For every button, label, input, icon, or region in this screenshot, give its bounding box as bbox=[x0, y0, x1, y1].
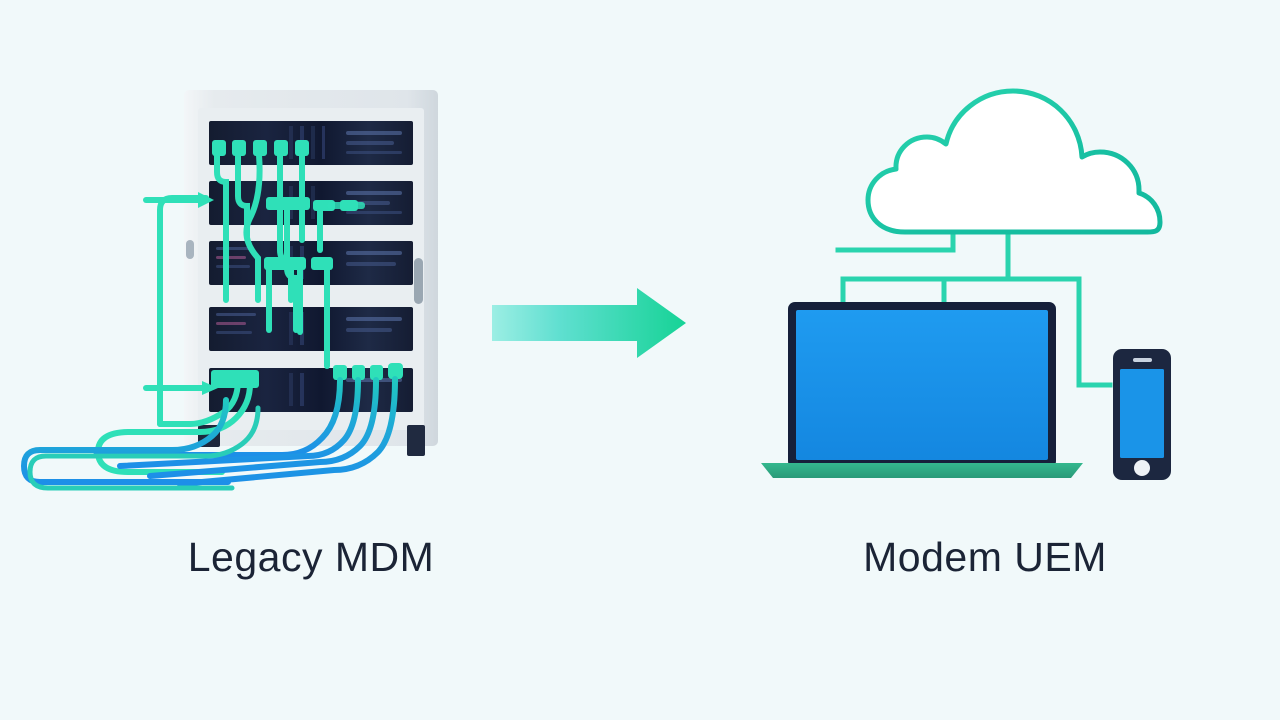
floor-module bbox=[407, 425, 425, 456]
laptop-base bbox=[761, 463, 1083, 478]
rack-unit-details bbox=[216, 126, 402, 406]
phone-speaker bbox=[1133, 358, 1152, 362]
patch-cables-blue bbox=[20, 376, 398, 487]
cable-connectors bbox=[211, 140, 403, 388]
phone-home-button bbox=[1134, 460, 1150, 476]
right-arrow-icon bbox=[492, 288, 686, 358]
legacy-mdm-caption: Legacy MDM bbox=[187, 534, 435, 580]
server-rack bbox=[184, 90, 438, 456]
phone-screen bbox=[1120, 369, 1164, 458]
patch-cables-teal-floor bbox=[27, 405, 261, 491]
modern-uem-caption: Modem UEM bbox=[863, 534, 1107, 580]
laptop-screen bbox=[796, 310, 1048, 460]
rack-handle bbox=[414, 258, 423, 304]
smartphone bbox=[1113, 349, 1171, 480]
rack-latch bbox=[186, 240, 194, 259]
inline-connector bbox=[327, 200, 365, 211]
cloud-outline-icon bbox=[865, 88, 1163, 235]
laptop bbox=[761, 302, 1083, 478]
uplink-cable bbox=[143, 192, 218, 395]
